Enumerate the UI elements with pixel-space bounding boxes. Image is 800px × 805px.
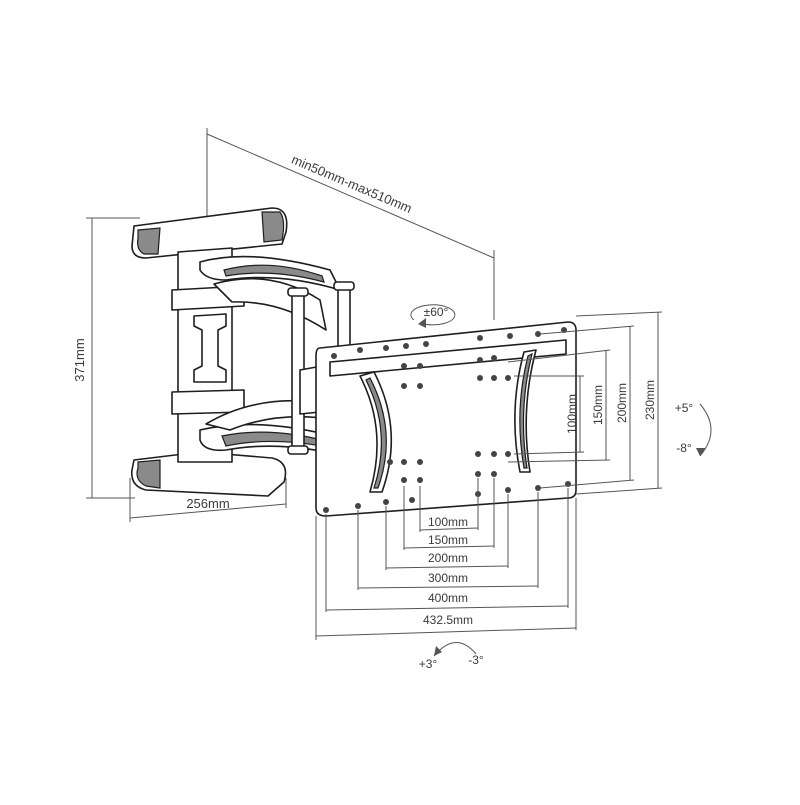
tilt-down-label: -8° — [676, 441, 692, 455]
vesa-h-150-label: 150mm — [591, 385, 605, 425]
wall-width-label: 256mm — [186, 496, 229, 511]
tilt-indicator: +5° -8° — [675, 401, 712, 457]
roll-right-label: -3° — [468, 653, 484, 667]
height-dimension: 371mm — [72, 217, 140, 499]
vesa-width-dimensions: 100mm 150mm 200mm 300mm 400mm 432.5mm — [315, 478, 577, 640]
wall-width-dimension: 256mm — [129, 478, 287, 522]
vesa-w-432-label: 432.5mm — [423, 613, 473, 627]
vesa-w-400-label: 400mm — [428, 591, 468, 605]
depth-label: min50mm-max510mm — [289, 152, 414, 216]
vesa-w-150-label: 150mm — [428, 533, 468, 547]
roll-left-label: +3° — [419, 657, 438, 671]
vesa-w-100-label: 100mm — [428, 515, 468, 529]
swivel-label: ±60° — [424, 305, 449, 319]
vesa-h-100-label: 100mm — [565, 394, 579, 434]
height-label: 371mm — [72, 338, 87, 381]
vesa-h-230-label: 230mm — [643, 380, 657, 420]
vesa-plate — [315, 321, 577, 517]
swivel-indicator: ±60° — [410, 304, 456, 328]
vesa-height-dimensions: 100mm 150mm 200mm 230mm — [507, 311, 663, 495]
vesa-h-200-label: 200mm — [615, 383, 629, 423]
vesa-w-200-label: 200mm — [428, 551, 468, 565]
vesa-w-300-label: 300mm — [428, 571, 468, 585]
tilt-up-label: +5° — [675, 401, 694, 415]
roll-indicator: +3° -3° — [419, 642, 484, 671]
wall-bracket — [130, 207, 355, 497]
